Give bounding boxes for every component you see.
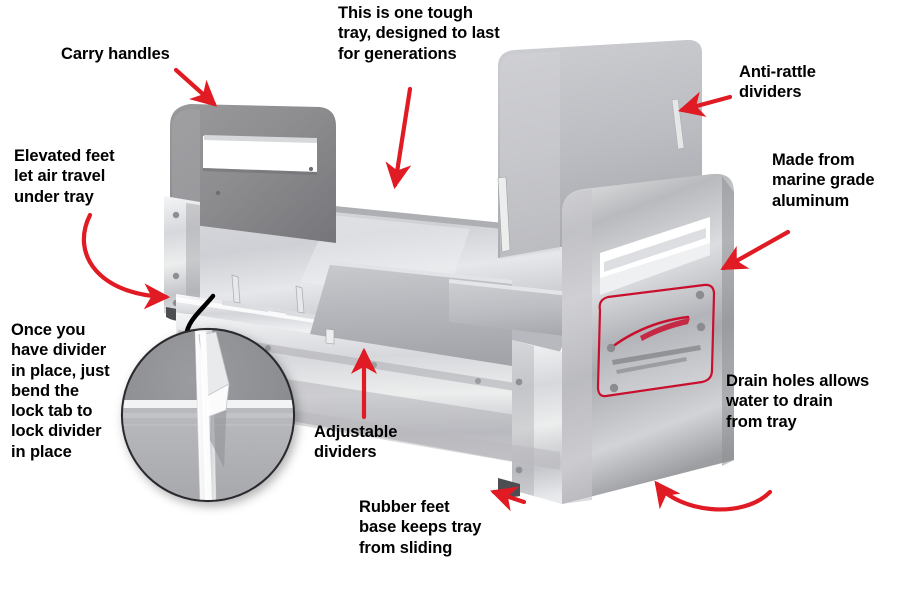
right-end-panel-edge-left [562, 189, 592, 504]
lock-tab-a [231, 274, 241, 304]
left-panel-rivet-bottom [215, 190, 221, 196]
inset-mark-left [131, 485, 135, 489]
badge-screw-mr [696, 322, 706, 332]
arrow-tough-tray [385, 86, 413, 190]
badge-wordmark [612, 345, 701, 374]
badge-screw-bl [609, 383, 619, 393]
callout-lock-tab-instructions: Once you have divider in place, just ben… [11, 321, 110, 461]
front-rivet-1 [265, 345, 271, 351]
callout-carry-handles: Carry handles [61, 45, 170, 63]
arrow-rubber-feet [490, 486, 527, 512]
badge-screw-tr [695, 290, 705, 300]
right-handle-slot-lower [600, 243, 710, 295]
left-bracket-shadow [186, 203, 200, 322]
callout-marine-grade: Made from marine grade aluminum [772, 151, 875, 210]
left-end-panel-highlight [172, 109, 200, 223]
inset-tab-edge-light [200, 332, 212, 500]
divider-panel-right-low [449, 279, 598, 340]
callout-adjustable-dividers: Adjustable dividers [314, 423, 398, 462]
callout-rubber-feet: Rubber feet base keeps tray from sliding [359, 498, 482, 557]
lock-tab-b [295, 285, 305, 314]
bracket-hole-1 [172, 211, 180, 219]
right-end-panel [562, 173, 734, 504]
front-rivet-2 [371, 362, 377, 368]
arrow-anti-rattle [677, 91, 733, 117]
badge-swoosh [610, 315, 690, 349]
arrow-carry-handles [173, 67, 218, 107]
divider-low-top-edge [449, 279, 598, 299]
anti-rattle-sheen [500, 51, 560, 259]
callout-drain-holes: Drain holes allows water to drain from t… [726, 372, 870, 431]
left-handle-slot [203, 136, 317, 172]
front-rivet-3 [475, 378, 481, 384]
left-handle-slot-edge [203, 168, 317, 175]
left-bracket-face [164, 196, 200, 322]
callout-elevated-feet: Elevated feet let air travel under tray [14, 147, 115, 206]
left-panel-rivet-top [308, 166, 314, 172]
arrow-elevated-feet [81, 212, 171, 310]
anti-rattle-tab-right [671, 98, 685, 150]
badge-screw-tl [606, 343, 616, 353]
divider-center-tab [325, 328, 335, 345]
callout-anti-rattle-dividers: Anti-rattle dividers [739, 63, 816, 102]
inset-mark-right [266, 483, 270, 487]
right-bracket-hole-1 [515, 378, 523, 386]
divider-low-body [449, 282, 598, 340]
anti-rattle-tab-left [497, 176, 511, 253]
left-end-panel [170, 104, 336, 243]
right-bracket-shade [512, 340, 534, 496]
divider-center-top-edge [330, 261, 512, 284]
left-handle-slot-lip [204, 135, 317, 143]
badge-swoosh-fill [640, 318, 690, 341]
right-bracket-hole-2 [515, 466, 523, 474]
arrow-drain-holes [654, 480, 773, 512]
bracket-hole-2 [172, 272, 180, 280]
arrow-marine-grade [720, 229, 791, 271]
right-handle-slot-inner [604, 228, 706, 272]
badge-plate [596, 283, 716, 398]
callout-tough-tray: This is one tough tray, designed to last… [338, 4, 500, 63]
logo-badge-plate [596, 283, 716, 398]
callout-arrows [81, 67, 791, 512]
tray-product [164, 39, 734, 504]
detail-inset [120, 293, 296, 503]
